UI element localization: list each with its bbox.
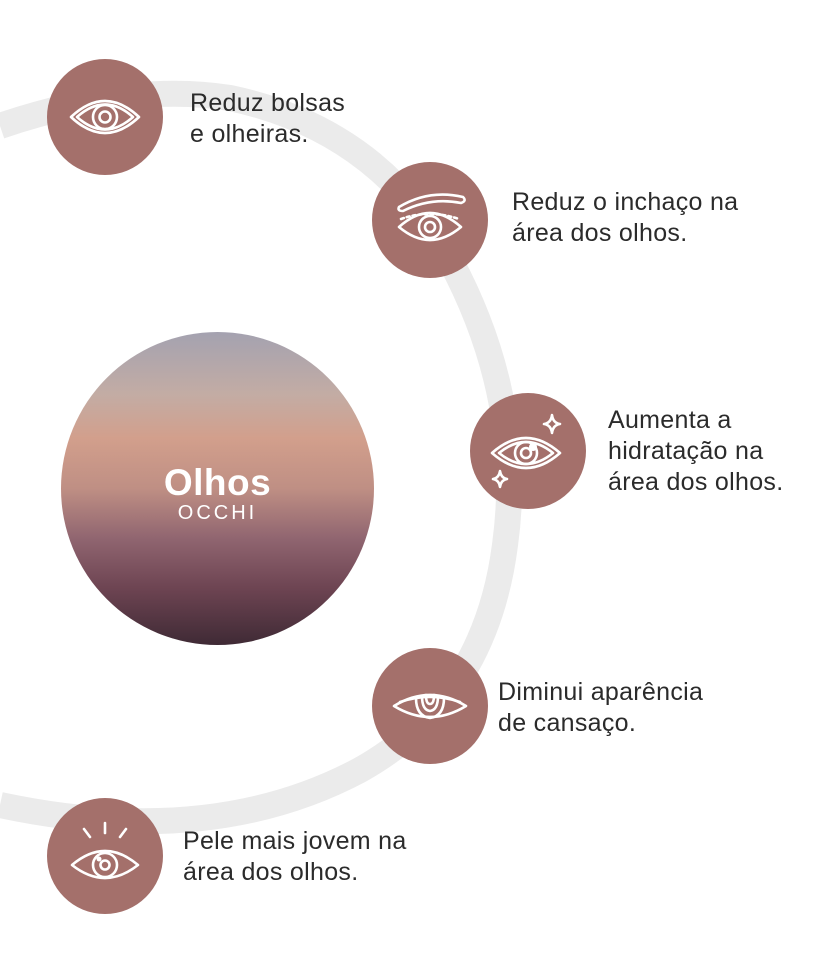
sparkling-eye-icon-badge: [470, 393, 586, 509]
benefit-text-5: Pele mais jovem na área dos olhos.: [183, 826, 407, 888]
center-circle: Olhos OCCHI: [61, 332, 374, 645]
benefit-line: Pele mais jovem na: [183, 827, 407, 855]
center-subtitle: OCCHI: [177, 501, 258, 524]
benefit-text-4: Diminui aparência de cansaço.: [498, 677, 703, 739]
half-closed-eye-icon: [392, 693, 468, 720]
benefit-line: área dos olhos.: [512, 219, 688, 247]
center-title: Olhos: [163, 461, 272, 503]
eye-icon-badge: [47, 59, 163, 175]
benefit-line: Reduz bolsas: [190, 89, 346, 117]
benefit-line: Diminui aparência: [498, 678, 704, 706]
half-closed-eye-icon-badge: [372, 648, 488, 764]
benefit-line: Reduz o inchaço na: [512, 188, 739, 216]
benefit-line: e olheiras.: [190, 120, 309, 148]
benefit-line: área dos olhos.: [608, 468, 784, 496]
benefit-line: Aumenta a: [608, 406, 732, 434]
benefit-line: hidratação na: [608, 437, 764, 465]
radiant-eye-icon: [70, 821, 140, 880]
eye-with-eyebrow-icon-badge: [372, 162, 488, 278]
sparkling-eye-icon: [490, 413, 562, 489]
eye-with-eyebrow-icon: [397, 193, 466, 242]
benefit-line: área dos olhos.: [183, 858, 359, 886]
radiant-eye-icon-badge: [47, 798, 163, 914]
eye-icon: [69, 99, 141, 135]
benefit-line: de cansaço.: [498, 709, 637, 737]
benefit-text-1: Reduz bolsas e olheiras.: [190, 88, 345, 150]
benefit-text-3: Aumenta a hidratação na área dos olhos.: [608, 405, 783, 498]
benefit-text-2: Reduz o inchaço na área dos olhos.: [512, 187, 738, 249]
